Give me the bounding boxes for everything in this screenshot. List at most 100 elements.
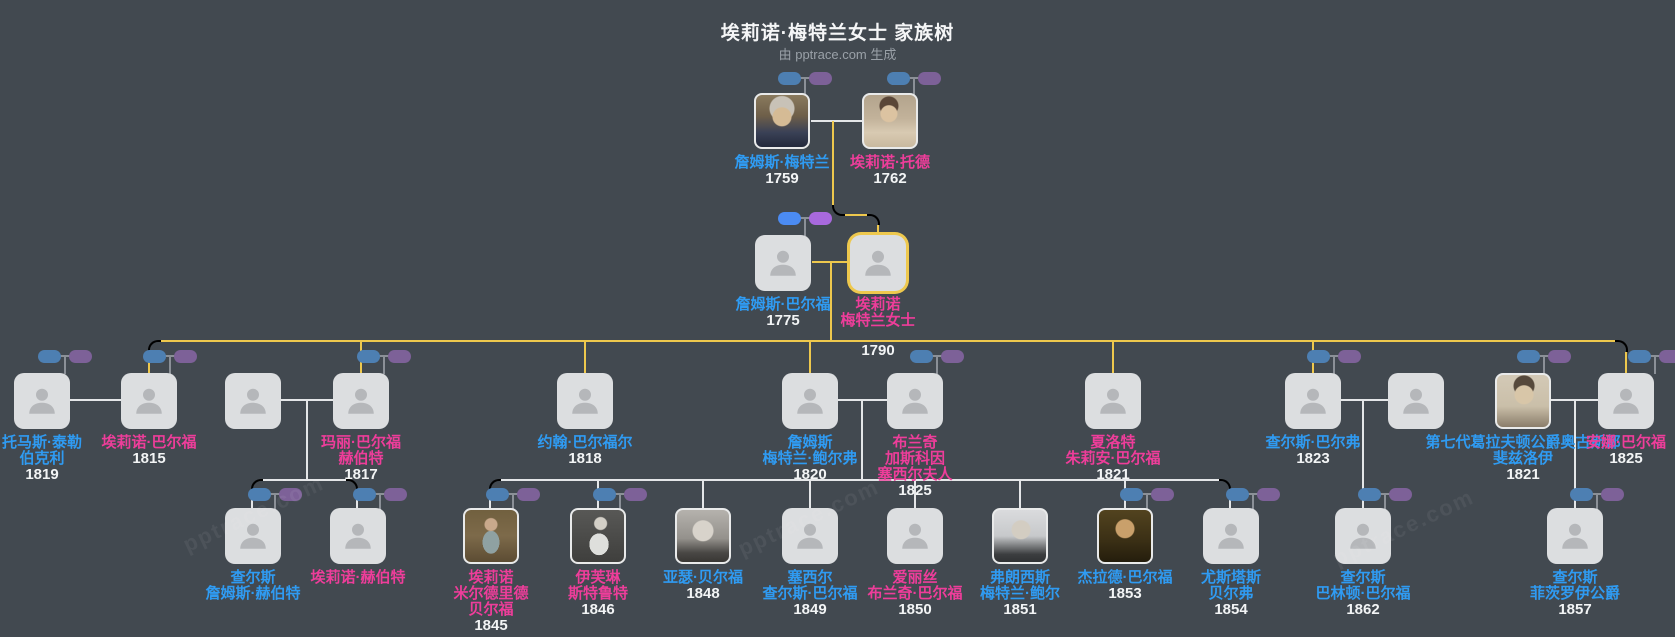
person-node-john-balfour[interactable] — [557, 373, 613, 429]
expand-husband-icon[interactable] — [143, 350, 166, 363]
person-name: 朱莉安·巴尔福 — [1065, 450, 1161, 467]
couple-toggle — [778, 212, 832, 236]
person-node-evelyn-strutt[interactable] — [570, 508, 626, 564]
person-node-charles-barrington-balfour[interactable] — [1335, 508, 1391, 564]
expand-husband-icon[interactable] — [357, 350, 380, 363]
toggle-connector — [1537, 355, 1551, 357]
expand-husband-icon[interactable] — [593, 488, 616, 501]
birth-year: 1850 — [898, 601, 932, 618]
expand-husband-icon[interactable] — [1628, 350, 1651, 363]
expand-husband-icon[interactable] — [1226, 488, 1249, 501]
person-node-charles-balfour[interactable] — [1285, 373, 1341, 429]
person-node-blanche-gascoyne-cecil[interactable] — [887, 373, 943, 429]
toggle-connector — [1648, 355, 1662, 357]
person-node-eleanor-balfour[interactable] — [121, 373, 177, 429]
couple-toggle — [1628, 350, 1675, 374]
expand-wife-icon[interactable] — [918, 72, 941, 85]
toggle-connector — [1140, 493, 1154, 495]
toggle-connector — [798, 217, 812, 219]
person-node-augustus-fitzroy-grafton[interactable] — [1495, 373, 1551, 429]
expand-wife-icon[interactable] — [1548, 350, 1571, 363]
person-node-charles-fitzroy-duke[interactable] — [1547, 508, 1603, 564]
birth-year: 1845 — [474, 617, 508, 634]
expand-wife-icon[interactable] — [1601, 488, 1624, 501]
expand-husband-icon[interactable] — [353, 488, 376, 501]
connector-line — [584, 342, 586, 373]
toggle-stub — [379, 494, 381, 512]
expand-husband-icon[interactable] — [1358, 488, 1381, 501]
connector-line — [809, 342, 811, 373]
person-node-james-maitland[interactable] — [754, 93, 810, 149]
expand-husband-icon[interactable] — [778, 212, 801, 225]
expand-wife-icon[interactable] — [69, 350, 92, 363]
couple-toggle — [248, 488, 302, 512]
connector-line — [830, 263, 832, 342]
person-node-alice-blanche-balfour[interactable] — [887, 508, 943, 564]
expand-wife-icon[interactable] — [1338, 350, 1361, 363]
person-node-eleanor-todd[interactable] — [862, 93, 918, 149]
person-node-eleanor-mildred-balfour[interactable] — [463, 508, 519, 564]
expand-wife-icon[interactable] — [1659, 350, 1675, 363]
person-node-charles-james-herbert[interactable] — [225, 508, 281, 564]
expand-husband-icon[interactable] — [1517, 350, 1540, 363]
person-node-francis-maitland-balfour[interactable] — [992, 508, 1048, 564]
expand-wife-icon[interactable] — [1257, 488, 1280, 501]
expand-wife-icon[interactable] — [1151, 488, 1174, 501]
birth-year: 1762 — [873, 170, 907, 187]
connector-line — [702, 481, 704, 508]
person-silhouette-icon — [1218, 523, 1244, 549]
person-node-eleanor-maitland[interactable] — [850, 235, 906, 291]
expand-wife-icon[interactable] — [1389, 488, 1412, 501]
toggle-stub — [64, 356, 66, 374]
expand-husband-icon[interactable] — [38, 350, 61, 363]
person-silhouette-icon — [29, 388, 55, 414]
expand-wife-icon[interactable] — [624, 488, 647, 501]
person-node-arthur-balfour[interactable] — [675, 508, 731, 564]
expand-husband-icon[interactable] — [887, 72, 910, 85]
toggle-stub — [1252, 494, 1254, 512]
person-silhouette-icon — [797, 388, 823, 414]
toggle-stub — [1654, 356, 1656, 374]
expand-husband-icon[interactable] — [1570, 488, 1593, 501]
birth-year: 1819 — [25, 466, 59, 483]
person-node-james-maitland-balfour[interactable] — [782, 373, 838, 429]
person-name: 亚瑟·贝尔福 — [663, 569, 743, 586]
person-node-eleanor-herbert[interactable] — [330, 508, 386, 564]
person-name: 埃莉诺 — [855, 296, 901, 313]
connector-line — [148, 340, 161, 352]
person-silhouette-icon — [902, 523, 928, 549]
expand-wife-icon[interactable] — [517, 488, 540, 501]
person-node-james-balfour[interactable] — [755, 235, 811, 291]
expand-wife-icon[interactable] — [809, 212, 832, 225]
toggle-stub — [1596, 494, 1598, 512]
expand-husband-icon[interactable] — [910, 350, 933, 363]
person-node-eustace-balfour[interactable] — [1203, 508, 1259, 564]
toggle-stub — [804, 78, 806, 96]
expand-husband-icon[interactable] — [1307, 350, 1330, 363]
expand-husband-icon[interactable] — [1120, 488, 1143, 501]
person-name: 玛丽·巴尔福 — [321, 434, 401, 451]
person-node-charlotte-julian-balfour[interactable] — [1085, 373, 1141, 429]
expand-wife-icon[interactable] — [279, 488, 302, 501]
expand-wife-icon[interactable] — [174, 350, 197, 363]
expand-wife-icon[interactable] — [941, 350, 964, 363]
toggle-connector — [377, 355, 391, 357]
person-silhouette-icon — [345, 523, 371, 549]
person-node-mary-balfour-herbert[interactable] — [333, 373, 389, 429]
expand-wife-icon[interactable] — [809, 72, 832, 85]
expand-husband-icon[interactable] — [486, 488, 509, 501]
person-node-gerald-balfour[interactable] — [1097, 508, 1153, 564]
expand-husband-icon[interactable] — [248, 488, 271, 501]
person-node-unknown-spouse-herbert[interactable] — [225, 373, 281, 429]
person-node-anna-balfour[interactable] — [1598, 373, 1654, 429]
person-name: 赫伯特 — [338, 450, 384, 467]
expand-wife-icon[interactable] — [388, 350, 411, 363]
expand-husband-icon[interactable] — [778, 72, 801, 85]
person-node-unknown-spouse-balfour[interactable] — [1388, 373, 1444, 429]
person-node-thomas-tyler-berkeley[interactable] — [14, 373, 70, 429]
expand-wife-icon[interactable] — [384, 488, 407, 501]
person-node-cecil-charles-balfour[interactable] — [782, 508, 838, 564]
